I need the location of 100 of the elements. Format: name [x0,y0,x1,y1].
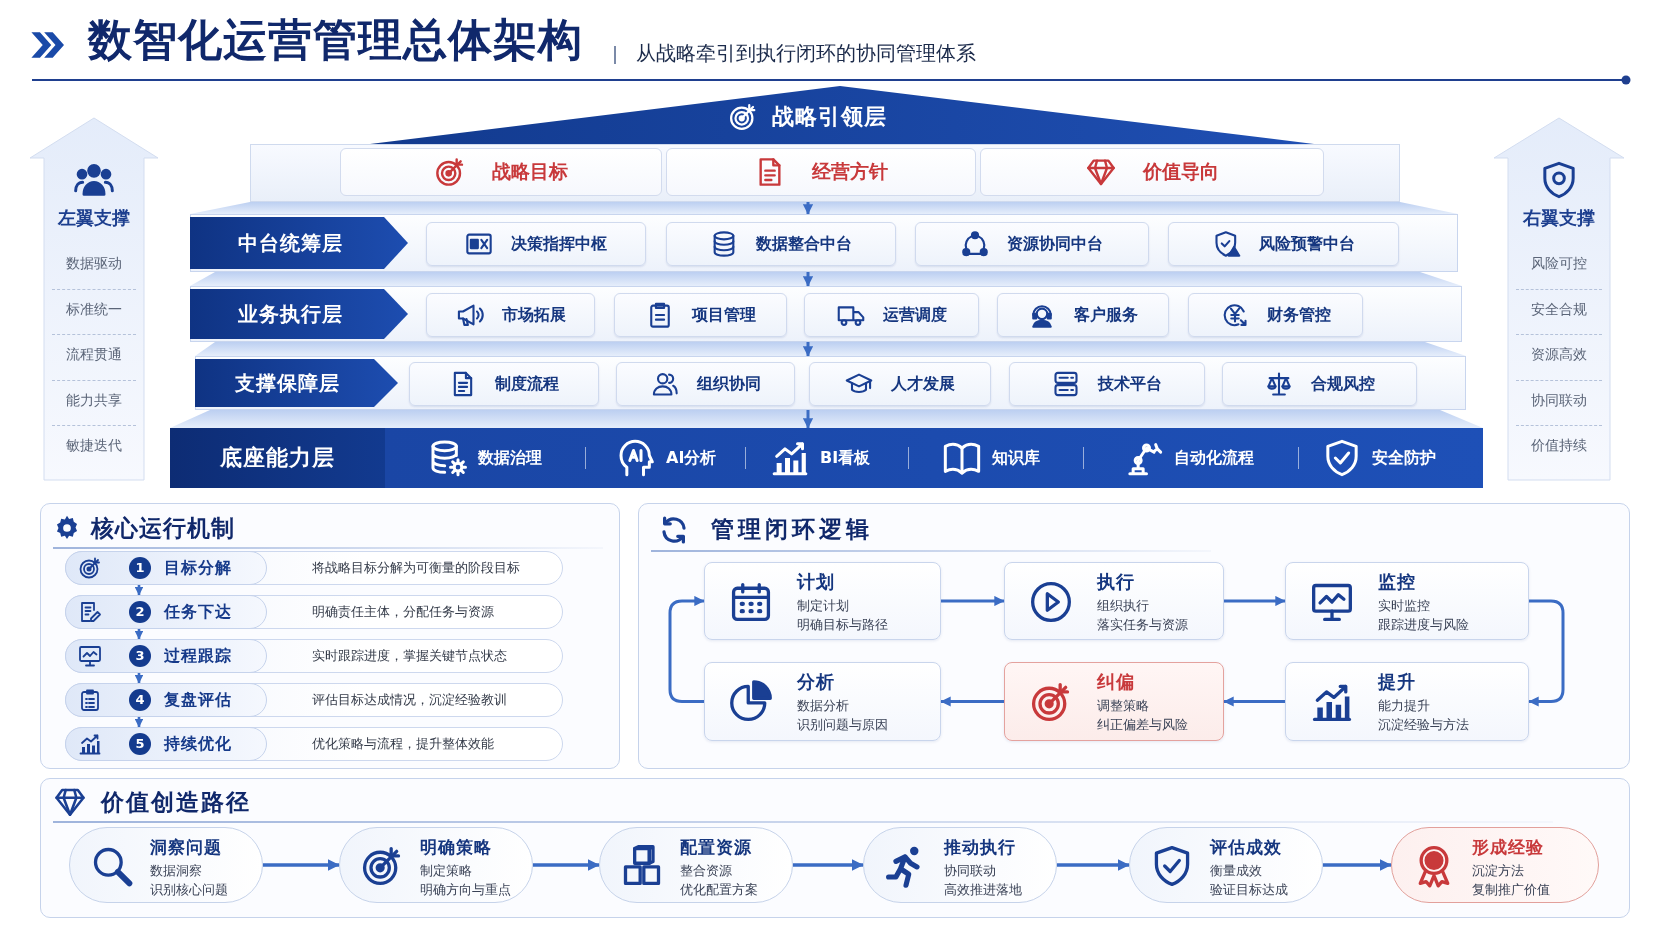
card-title: 配置资源 [680,837,752,859]
subtitle: 从战略牵引到执行闭环的协同管理体系 [636,41,976,66]
module-card [666,222,896,266]
card-text: 实时监控 [1378,598,1430,615]
page-title: 数智化运营管理总体架构 [88,13,583,67]
module-title: 合规风控 [1310,374,1375,394]
step-title: 目标分解 [164,558,232,578]
step-title: 复盘评估 [164,690,232,710]
card-title: 分析 [797,671,835,694]
card-text: 识别问题与原因 [797,717,888,734]
capability-label: AI分析 [666,448,717,468]
step-row [65,595,563,629]
section-panel [40,778,1630,918]
card-title: 提升 [1378,671,1416,694]
step-number: 5 [129,733,151,755]
card-text: 明确目标与路径 [797,617,888,634]
card-title: 洞察问题 [150,837,222,859]
step-number: 4 [129,689,151,711]
module-card [616,362,795,406]
wing-item: 安全合规 [1531,300,1587,318]
up-arrow-panel [30,118,158,480]
module-card [1222,362,1417,406]
wing-heading: 右翼支撑 [1523,207,1595,230]
wing-item: 标准统一 [66,300,122,318]
wing-heading: 左翼支撑 [58,207,130,230]
card-title: 明确策略 [420,837,492,859]
step-description: 将战略目标分解为可衡量的阶段目标 [312,560,520,577]
step-title: 任务下达 [164,602,232,622]
wing-item: 价值持续 [1531,437,1587,455]
arrow [793,859,864,871]
module-title: 风险预警中台 [1258,234,1355,254]
module-title: 技术平台 [1098,374,1162,394]
card-text: 跟踪进度与风险 [1378,617,1469,634]
card-title: 执行 [1097,571,1135,594]
step-title: 过程跟踪 [164,646,232,666]
layer-tag: 支撑保障层 [195,359,398,407]
layer-title: 底座能力层 [219,444,335,472]
card-text: 验证目标达成 [1210,882,1288,899]
process-card [704,662,941,741]
module-card [1009,362,1205,406]
layer-tag: 业务执行层 [190,289,408,339]
card-title: 监控 [1378,571,1416,594]
arrow [1224,595,1286,607]
arrow [802,202,814,215]
panel-heading: 核心运行机制 [91,514,235,543]
module-card [809,362,991,406]
panel-heading: 管理闭环逻辑 [711,515,873,544]
step-number: 1 [129,557,151,579]
arrow [1528,599,1565,707]
module-card [426,293,595,337]
wing-item: 敏捷迭代 [66,437,122,455]
layer-tag: 中台统筹层 [190,217,408,269]
arrow [1323,859,1392,871]
card-title: 计划 [797,571,835,594]
card-text: 衡量成效 [1210,863,1262,880]
card-text: 制定策略 [420,863,472,880]
module-card [804,293,979,337]
card-text: 数据分析 [797,698,849,715]
card-text: 优化配置方案 [680,882,758,899]
arrow [1057,859,1130,871]
capability-label: BI看板 [820,448,871,468]
step-row [65,727,563,761]
card-text: 数据洞察 [150,863,202,880]
process-card [1004,662,1224,741]
panel-heading: 价值创造路径 [101,788,251,817]
step-description: 明确责任主体，分配任务与资源 [312,604,494,621]
step-number: 3 [129,645,151,667]
arrow [134,717,144,728]
card-text: 组织执行 [1097,598,1149,615]
arrow [134,629,144,640]
card-title: 评估成效 [1210,837,1282,859]
card-title: 形成经验 [1472,837,1544,859]
arrow [263,859,340,871]
wing-item: 流程贯通 [66,346,122,364]
capability-label: 数据治理 [478,448,542,468]
card-title: 推动执行 [944,837,1016,859]
module-card [915,222,1149,266]
layer-title: 战略引领层 [772,103,887,131]
arrow [940,696,1004,707]
goal-title: 经营方针 [812,160,888,184]
step-row [65,639,563,673]
card-title: 纠偏 [1097,671,1135,694]
module-title: 客户服务 [1074,305,1138,325]
module-card [1168,222,1399,266]
module-title: 财务管控 [1266,305,1331,325]
section-panel [40,503,620,769]
module-title: 组织协同 [696,374,761,394]
card-text: 纠正偏差与风险 [1097,717,1188,734]
capability-label: 自动化流程 [1174,448,1254,468]
section-panel [638,503,1630,769]
arrow [802,342,814,357]
card-text: 明确方向与重点 [420,882,511,899]
arrow [1223,696,1285,707]
arrow [134,673,144,684]
module-card [426,222,646,266]
layer-band [190,286,1462,342]
module-title: 运营调度 [882,305,947,325]
module-title: 制度流程 [495,374,559,394]
layer-band [190,214,1458,272]
card-text: 协同联动 [944,863,996,880]
